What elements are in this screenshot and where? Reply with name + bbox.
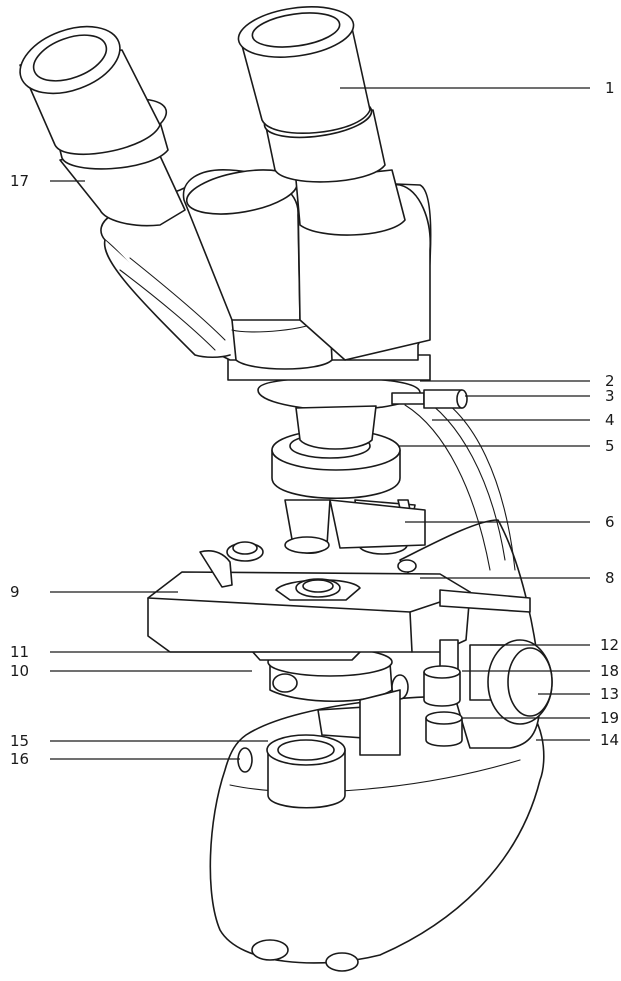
- label-11: 11: [10, 643, 29, 661]
- label-8: 8: [605, 569, 615, 587]
- label-3: 3: [605, 387, 615, 405]
- head-collar: [257, 377, 421, 450]
- right-eyepiece: [237, 6, 406, 236]
- label-10: 10: [10, 662, 29, 680]
- leader-lines: [50, 87, 590, 760]
- label-14: 14: [600, 731, 619, 749]
- label-9: 9: [10, 583, 20, 601]
- light-source: [237, 734, 346, 809]
- label-17: 17: [10, 172, 29, 190]
- label-12: 12: [600, 636, 619, 654]
- objectives: [284, 499, 426, 555]
- label-19: 19: [600, 709, 619, 727]
- part-labels: 1 2 3 4 5 6 8 9 10 11 12 13 14 15 16 17 …: [10, 79, 619, 768]
- label-1: 1: [605, 79, 615, 97]
- stage-control-knobs: [423, 665, 463, 747]
- label-15: 15: [10, 732, 29, 750]
- left-eyepiece: [19, 25, 186, 227]
- label-4: 4: [605, 411, 615, 429]
- label-18: 18: [600, 662, 619, 680]
- label-6: 6: [605, 513, 615, 531]
- label-5: 5: [605, 437, 615, 455]
- prism-housings: [182, 169, 431, 370]
- stage: [147, 541, 531, 691]
- focus-knob-assembly: [469, 639, 553, 725]
- head-set-screw: [391, 389, 468, 409]
- label-2: 2: [605, 372, 615, 390]
- label-13: 13: [600, 685, 619, 703]
- label-16: 16: [10, 750, 29, 768]
